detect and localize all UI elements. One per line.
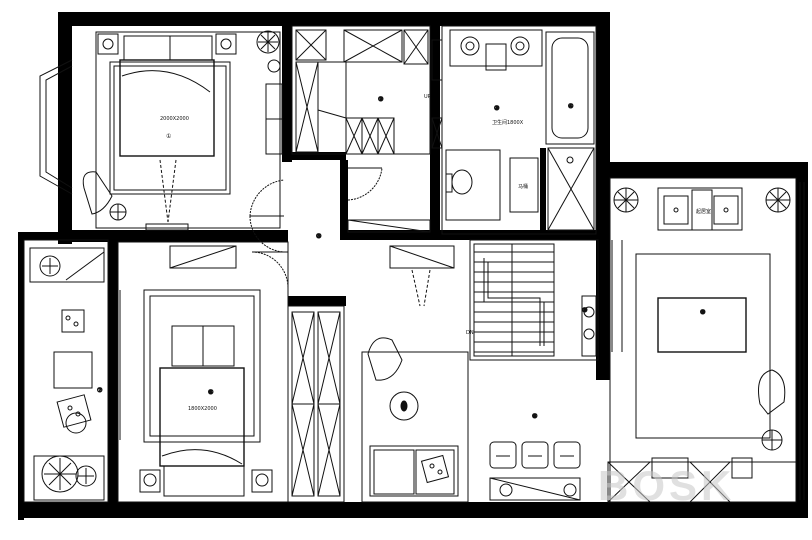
bath-label: 卫生间1800X: [492, 119, 524, 126]
up-marker: UP: [424, 94, 431, 100]
room-family: ⑩: [607, 177, 805, 503]
room-master-bedroom: [39, 30, 285, 231]
landing-room-number: ⑨: [582, 307, 587, 314]
bathroom-room-number: ③: [494, 105, 499, 112]
balcony-room-number: ⑦: [97, 387, 103, 394]
walls: [18, 12, 808, 520]
room-lounge: ⑧: [361, 337, 581, 503]
walk-in-room-number: ②: [378, 96, 384, 103]
room-balcony: ⑦: [23, 239, 109, 503]
room-second-bedroom: ⑥ 1800X2000: [117, 241, 289, 503]
bed2-size-label: 1800X2000: [188, 406, 217, 412]
room-bathroom: ③ 卫生间1800X ④ 马桶: [441, 25, 597, 235]
shower-room-number: ④: [568, 103, 573, 110]
second-bedroom-room-number: ⑥: [208, 389, 213, 396]
room-landing: DN ⑨: [389, 239, 599, 361]
bed1-size-label: 2000X2000: [160, 116, 189, 122]
living-label: 起居室: [696, 208, 711, 215]
lounge-room-number: ⑧: [532, 413, 537, 420]
room-corridor: ⑤: [249, 167, 431, 503]
watermark: BOSK: [598, 462, 735, 509]
labels: 2000X2000 ① 起居室: [160, 116, 711, 215]
master-bedroom-room-number: ①: [166, 133, 171, 140]
toilet-label: 马桶: [518, 183, 528, 190]
family-room-number: ⑩: [700, 309, 705, 316]
room-walk-in-closet: ② UP: [291, 25, 443, 155]
dn-marker: DN: [466, 330, 474, 336]
corridor-room-number: ⑤: [316, 233, 321, 240]
